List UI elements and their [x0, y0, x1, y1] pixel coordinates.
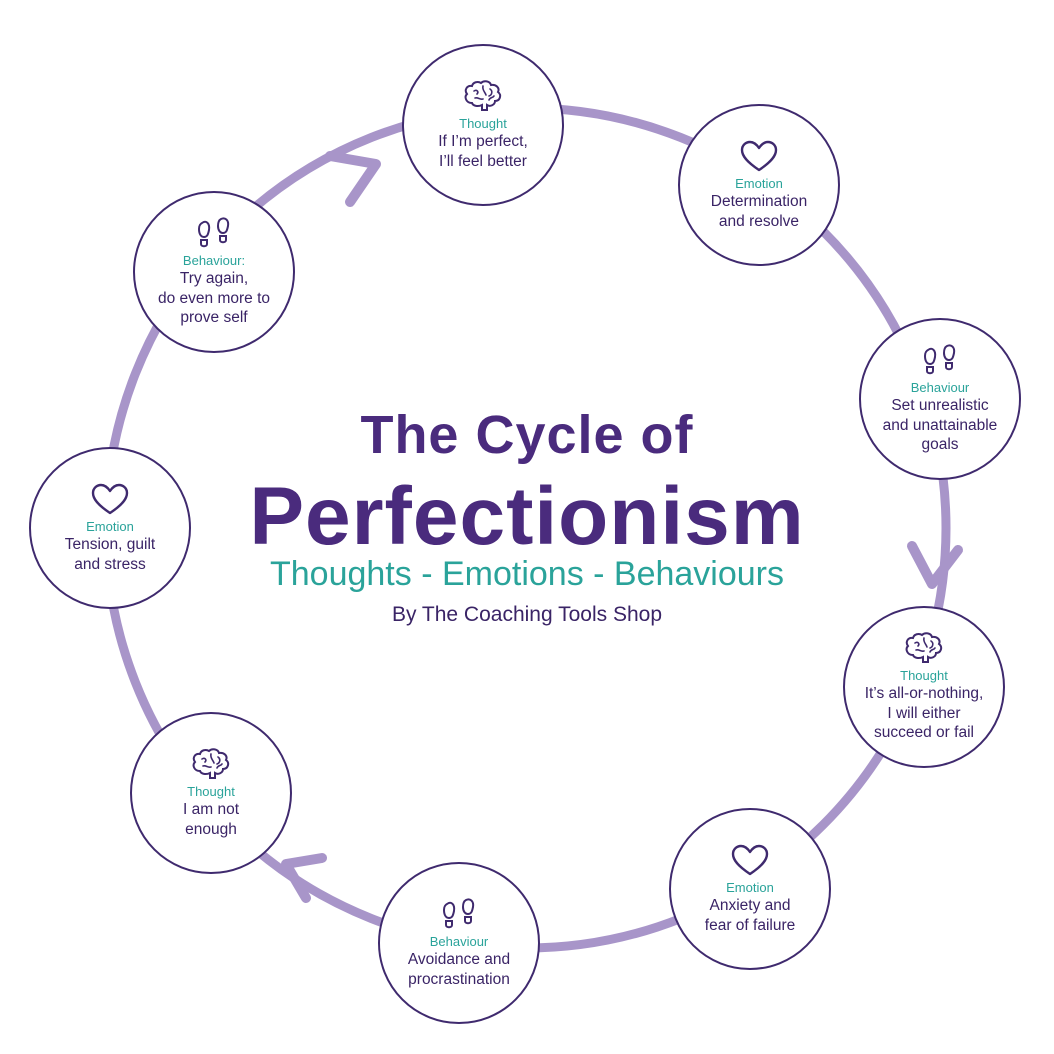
node-thought-all-or-nothing: Thought It’s all-or-nothing, I will eith… [843, 606, 1005, 768]
heart-icon [89, 482, 131, 516]
node-kind: Emotion [86, 519, 134, 534]
node-behaviour-avoidance: Behaviour Avoidance and procrastination [378, 862, 540, 1024]
heart-icon [738, 139, 780, 173]
node-kind: Emotion [735, 176, 783, 191]
node-text: If I’m perfect, I’ll feel better [438, 133, 528, 170]
arrow-head-top-left [325, 151, 381, 207]
node-text: I am not enough [183, 801, 239, 838]
node-text: Determination and resolve [710, 193, 808, 230]
node-text: Set unrealistic and unattainable goals [882, 397, 998, 454]
node-emotion-tension: Emotion Tension, guilt and stress [29, 447, 191, 609]
node-text: Try again, do even more to prove self [157, 270, 270, 327]
node-emotion-anxiety: Emotion Anxiety and fear of failure [669, 808, 831, 970]
node-thought-not-enough: Thought I am not enough [130, 712, 292, 874]
brain-icon [903, 631, 945, 665]
byline: By The Coaching Tools Shop [391, 603, 663, 626]
node-kind: Thought [459, 116, 507, 131]
arrow-head-right [907, 541, 963, 589]
node-behaviour-unrealistic-goals: Behaviour Set unrealistic and unattainab… [859, 318, 1021, 480]
node-emotion-determination: Emotion Determination and resolve [678, 104, 840, 266]
node-behaviour-try-again: Behaviour: Try again, do even more to pr… [133, 191, 295, 353]
brain-icon [462, 79, 504, 113]
footprints-icon [193, 216, 235, 250]
node-kind: Behaviour [429, 934, 489, 949]
node-kind: Behaviour: [182, 253, 246, 269]
title-line-2: Perfectionism [249, 471, 805, 562]
subtitle: Thoughts - Emotions - Behaviours [269, 555, 785, 593]
node-text: Anxiety and fear of failure [704, 897, 796, 934]
title-line-1: The Cycle of [360, 405, 694, 465]
node-kind: Thought [187, 784, 235, 799]
brain-icon [190, 747, 232, 781]
node-kind: Emotion [726, 880, 774, 895]
arrow-head-bottom-left [281, 853, 327, 903]
node-kind: Thought [900, 668, 948, 684]
node-text: It’s all-or-nothing, I will either succe… [864, 685, 984, 742]
node-thought-feel-better: Thought If I’m perfect, I’ll feel better [402, 44, 564, 206]
node-text: Avoidance and procrastination [407, 951, 511, 988]
node-text: Tension, guilt and stress [64, 536, 156, 573]
heart-icon [729, 843, 771, 877]
footprints-icon [919, 343, 961, 377]
node-kind: Behaviour [910, 380, 970, 396]
footprints-icon [438, 897, 480, 931]
